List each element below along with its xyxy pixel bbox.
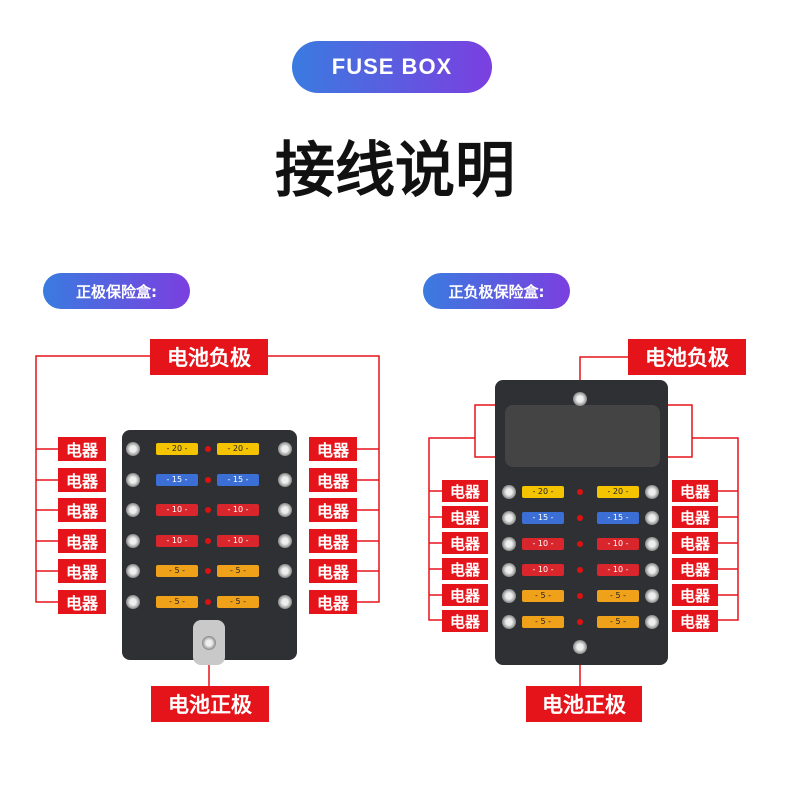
indicator-led <box>577 619 583 625</box>
fuse-20a: - 20 - <box>597 486 639 498</box>
indicator-led <box>205 476 211 483</box>
fuse-5a: - 5 - <box>217 565 259 577</box>
left-device-tag: 电器 <box>309 498 357 522</box>
fuse-5a: - 5 - <box>156 595 198 608</box>
right-device-tag: 电器 <box>442 532 488 554</box>
screw-terminal <box>645 485 659 499</box>
indicator-led <box>205 446 211 452</box>
screw-terminal <box>278 503 292 517</box>
fuse-5a: - 5 - <box>156 565 198 577</box>
indicator-led <box>205 568 211 574</box>
indicator-led <box>577 593 583 599</box>
indicator-led <box>577 541 583 547</box>
screw-terminal <box>126 564 140 578</box>
left-device-tag: 电器 <box>58 559 106 583</box>
left-battery-positive-tag: 电池正极 <box>151 686 269 722</box>
left-device-tag: 电器 <box>309 529 357 553</box>
fuse-10a: - 10 - <box>522 538 564 550</box>
positive-box-label: 正极保险盒: <box>43 273 190 309</box>
page-heading: 接线说明 <box>275 136 515 206</box>
fuse-10a: - 10 - <box>217 534 259 547</box>
fuse-10a: - 10 - <box>156 534 198 547</box>
right-device-tag: 电器 <box>672 532 718 554</box>
right-device-tag: 电器 <box>442 610 488 632</box>
right-battery-positive-tag: 电池正极 <box>526 686 642 722</box>
fuse-15a: - 15 - <box>156 473 198 486</box>
screw-terminal <box>502 511 516 525</box>
right-device-tag: 电器 <box>442 584 488 606</box>
fuse-20a: - 20 - <box>156 443 198 455</box>
left-positive-terminal <box>202 636 216 650</box>
fuse-10a: - 10 - <box>597 538 639 550</box>
left-device-tag: 电器 <box>58 498 106 522</box>
screw-terminal <box>502 563 516 577</box>
pos-neg-box-label: 正负极保险盒: <box>423 273 570 309</box>
screw-terminal <box>645 589 659 603</box>
fuse-20a: - 20 - <box>522 486 564 498</box>
screw-terminal <box>278 533 292 548</box>
indicator-led <box>577 489 583 495</box>
screw-terminal <box>126 594 140 609</box>
right-device-tag: 电器 <box>672 584 718 606</box>
right-negative-terminal <box>573 392 587 406</box>
fuse-box-title: FUSE BOX <box>292 41 492 93</box>
left-device-tag: 电器 <box>58 437 106 461</box>
right-bus-bar-panel <box>505 405 660 467</box>
fuse-10a: - 10 - <box>522 564 564 576</box>
fuse-15a: - 15 - <box>597 512 639 524</box>
screw-terminal <box>278 442 292 456</box>
screw-terminal <box>645 537 659 551</box>
screw-terminal <box>278 594 292 609</box>
fuse-20a: - 20 - <box>217 443 259 455</box>
indicator-led <box>577 567 583 573</box>
left-battery-negative-tag: 电池负极 <box>150 339 268 375</box>
screw-terminal <box>502 485 516 499</box>
screw-terminal <box>645 563 659 577</box>
fuse-5a: - 5 - <box>217 595 259 608</box>
screw-terminal <box>278 472 292 487</box>
fuse-5a: - 5 - <box>522 616 564 628</box>
fuse-10a: - 10 - <box>156 504 198 516</box>
left-device-tag: 电器 <box>309 590 357 614</box>
right-device-tag: 电器 <box>672 506 718 528</box>
right-positive-terminal <box>573 640 587 654</box>
indicator-led <box>205 507 211 513</box>
right-battery-negative-tag: 电池负极 <box>628 339 746 375</box>
left-device-tag: 电器 <box>309 468 357 492</box>
screw-terminal <box>126 472 140 487</box>
left-device-tag: 电器 <box>309 437 357 461</box>
right-device-tag: 电器 <box>442 506 488 528</box>
screw-terminal <box>502 537 516 551</box>
right-device-tag: 电器 <box>442 480 488 502</box>
right-device-tag: 电器 <box>672 558 718 580</box>
screw-terminal <box>502 589 516 603</box>
fuse-5a: - 5 - <box>597 616 639 628</box>
screw-terminal <box>278 564 292 578</box>
fuse-10a: - 10 - <box>217 504 259 516</box>
right-device-tag: 电器 <box>672 610 718 632</box>
fuse-5a: - 5 - <box>522 590 564 602</box>
left-device-tag: 电器 <box>58 529 106 553</box>
fuse-5a: - 5 - <box>597 590 639 602</box>
indicator-led <box>205 598 211 605</box>
indicator-led <box>205 537 211 544</box>
left-device-tag: 电器 <box>309 559 357 583</box>
indicator-led <box>577 515 583 521</box>
left-device-tag: 电器 <box>58 590 106 614</box>
fuse-10a: - 10 - <box>597 564 639 576</box>
screw-terminal <box>502 615 516 629</box>
right-device-tag: 电器 <box>442 558 488 580</box>
screw-terminal <box>645 511 659 525</box>
screw-terminal <box>126 503 140 517</box>
screw-terminal <box>126 533 140 548</box>
right-device-tag: 电器 <box>672 480 718 502</box>
fuse-15a: - 15 - <box>522 512 564 524</box>
fuse-15a: - 15 - <box>217 473 259 486</box>
screw-terminal <box>126 442 140 456</box>
left-device-tag: 电器 <box>58 468 106 492</box>
screw-terminal <box>645 615 659 629</box>
